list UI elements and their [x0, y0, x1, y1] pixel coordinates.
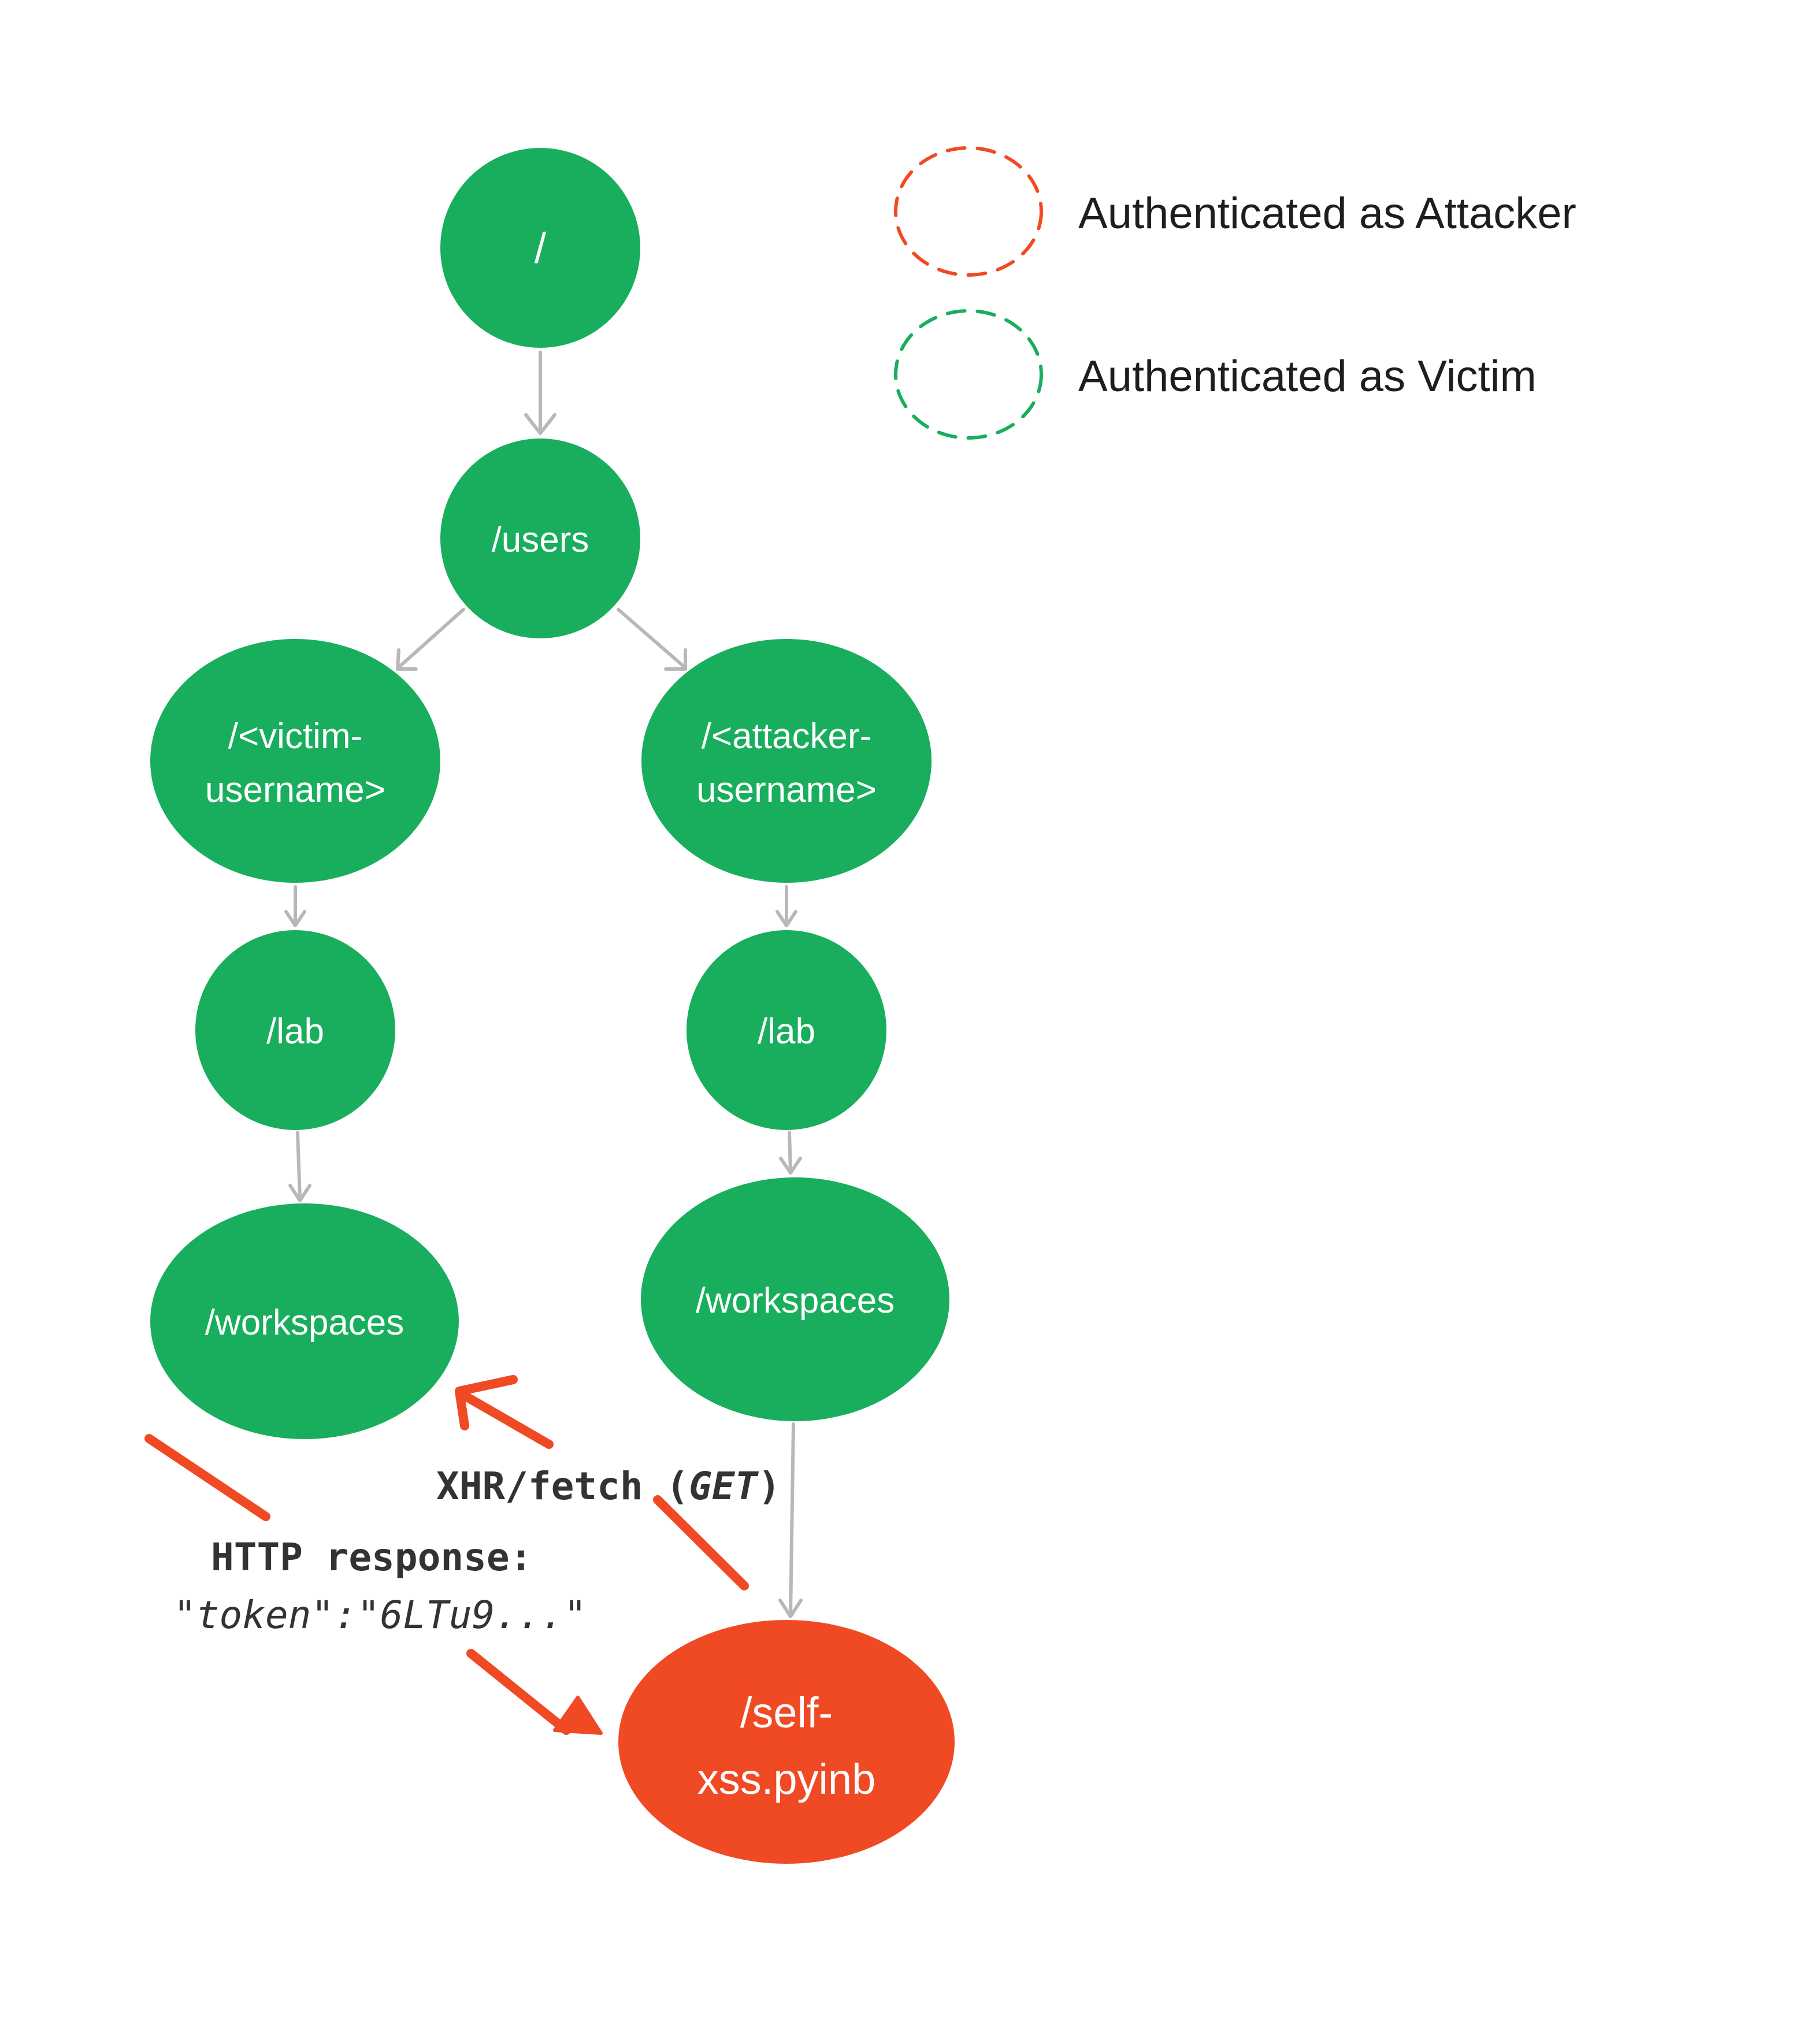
response-arrowhead-icon — [553, 1696, 603, 1735]
response-title: HTTP response: — [211, 1535, 532, 1580]
node-victim-username-label-line2: username> — [205, 770, 385, 810]
request-arrow-tail — [653, 1495, 749, 1590]
node-attacker-lab[interactable]: /lab — [687, 930, 886, 1130]
node-attacker-lab-label: /lab — [758, 1012, 815, 1051]
edge-victim-lab — [284, 885, 306, 927]
legend-item-attacker: Authenticated as Attacker — [894, 146, 1576, 277]
node-users-label: /users — [492, 520, 589, 560]
response-body: "token":"6LTu9..." — [173, 1593, 587, 1637]
node-victim-lab-label: /lab — [266, 1012, 324, 1051]
request-arrowhead-icon — [455, 1375, 518, 1430]
node-victim-lab[interactable]: /lab — [195, 930, 395, 1130]
node-attacker-username-label-line2: username> — [696, 770, 877, 810]
response-arrow-shaft — [466, 1649, 571, 1735]
edge-attacker-lab — [775, 885, 797, 927]
node-victim-workspaces-label: /workspaces — [205, 1303, 405, 1343]
node-self-xss-label-line1: /self- — [740, 1689, 833, 1737]
node-attacker-username[interactable]: /<attacker- username> — [641, 639, 932, 883]
node-users[interactable]: /users — [440, 438, 640, 638]
edges — [284, 351, 803, 1618]
node-root[interactable]: / — [440, 148, 640, 348]
node-attacker-workspaces[interactable]: /workspaces — [641, 1177, 949, 1421]
node-victim-workspaces[interactable]: /workspaces — [150, 1203, 459, 1439]
edge-victim-lab-workspaces — [288, 1131, 311, 1202]
edge-users-victim — [396, 608, 465, 671]
legend-attacker-label: Authenticated as Attacker — [1078, 189, 1576, 238]
edge-attacker-lab-workspaces — [779, 1131, 802, 1175]
legend-item-victim: Authenticated as Victim — [894, 309, 1537, 440]
legend-victim-swatch-icon — [894, 309, 1043, 440]
legend-victim-label: Authenticated as Victim — [1078, 352, 1537, 401]
node-self-xss[interactable]: /self- xss.pyinb — [618, 1620, 955, 1864]
legend-attacker-swatch-icon — [894, 146, 1043, 277]
node-root-label: / — [535, 224, 547, 272]
edge-root-users — [524, 351, 556, 435]
response-arrow — [144, 1434, 603, 1735]
node-victim-username[interactable]: /<victim- username> — [150, 639, 440, 883]
node-attacker-workspaces-label: /workspaces — [696, 1281, 895, 1321]
request-label-method: GET — [689, 1464, 759, 1508]
node-self-xss-label-line2: xss.pyinb — [697, 1755, 875, 1803]
request-label-prefix: XHR/fetch ( — [436, 1464, 689, 1508]
response-arrow-tail — [144, 1434, 270, 1521]
node-attacker-username-label-line1: /<attacker- — [702, 716, 872, 756]
edge-attacker-workspaces-selfxss — [778, 1422, 803, 1618]
node-victim-username-label-line1: /<victim- — [228, 716, 363, 756]
request-label-suffix: ) — [758, 1464, 781, 1508]
request-arrow — [455, 1375, 749, 1590]
edge-users-attacker — [617, 608, 687, 671]
request-label: XHR/fetch (GET) — [436, 1464, 781, 1508]
legend: Authenticated as Attacker Authenticated … — [894, 146, 1576, 440]
request-arrow-shaft — [461, 1392, 554, 1449]
